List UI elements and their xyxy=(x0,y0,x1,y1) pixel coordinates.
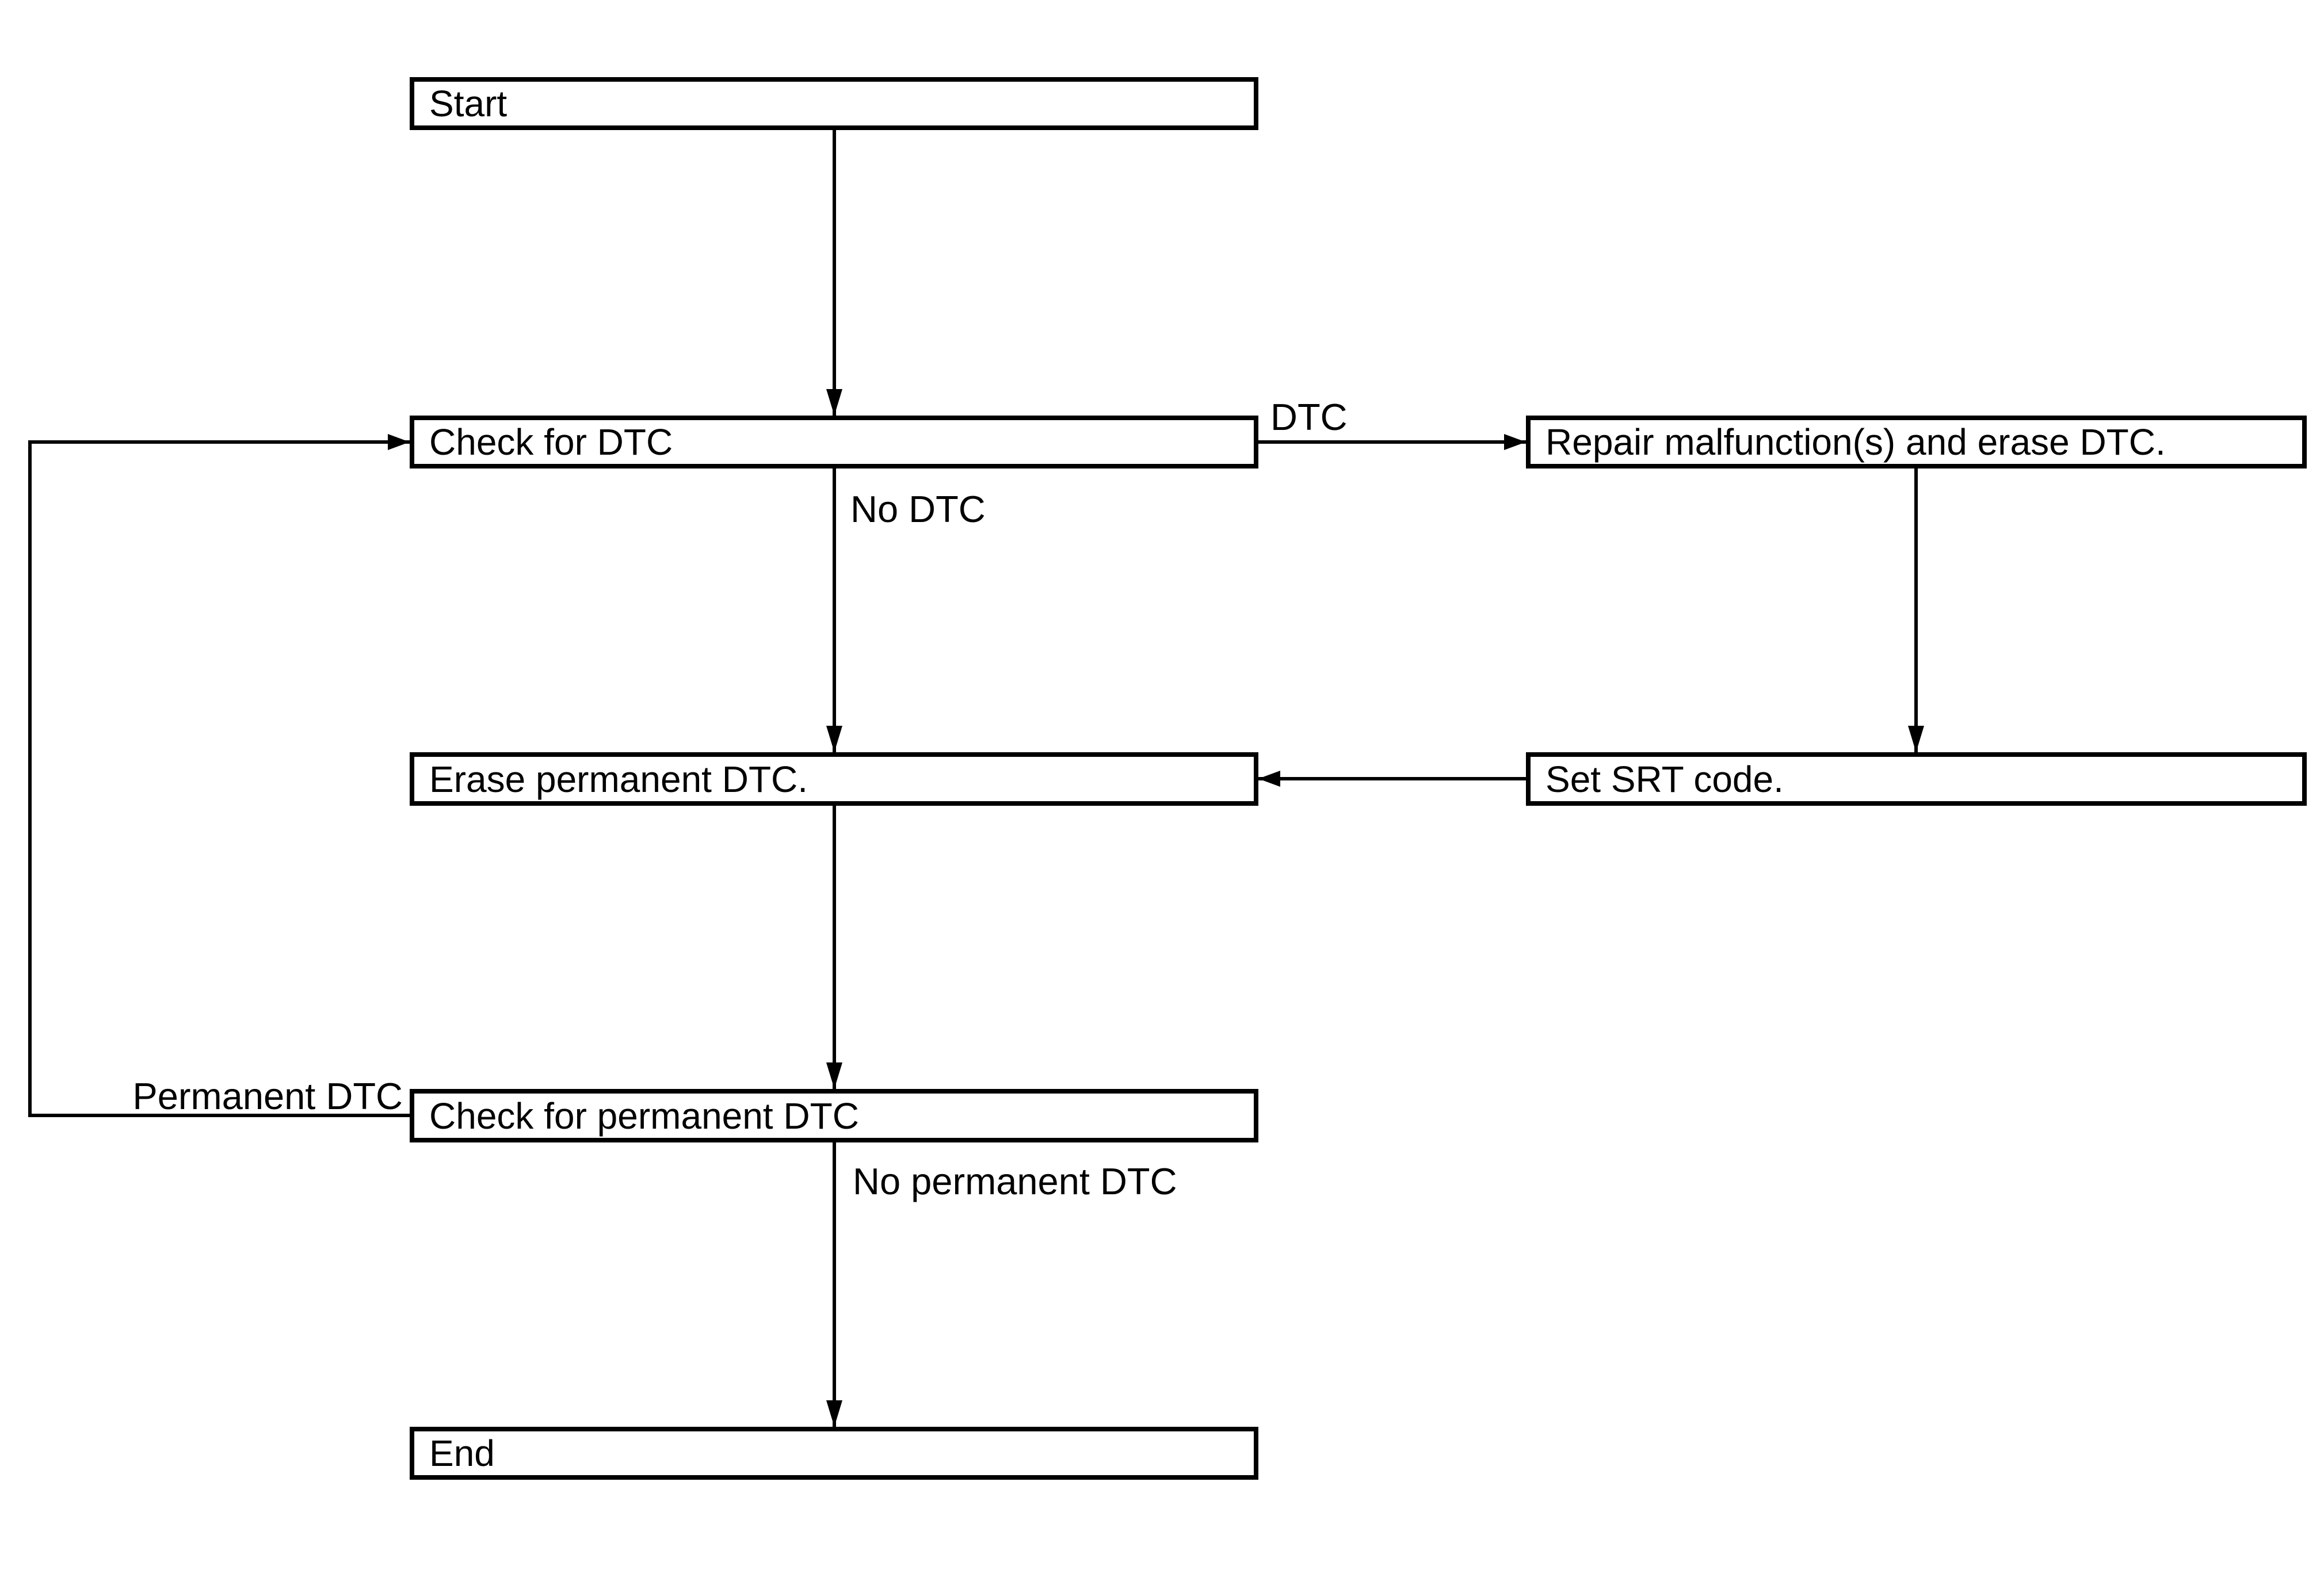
node-erase-permanent-dtc: Erase permanent DTC. xyxy=(410,752,1258,806)
edge-loopback-vertical-line xyxy=(28,440,32,1117)
arrowhead-srt-to-erase xyxy=(1258,771,1280,787)
node-set-srt-code-label: Set SRT code. xyxy=(1545,758,1784,800)
edge-label-dtc: DTC xyxy=(1270,396,1348,438)
node-erase-permanent-dtc-label: Erase permanent DTC. xyxy=(429,758,808,800)
node-start: Start xyxy=(410,77,1258,130)
arrowhead-check-to-repair xyxy=(1504,434,1526,450)
node-check-permanent-dtc: Check for permanent DTC xyxy=(410,1089,1258,1142)
edge-check-to-erase-line xyxy=(833,468,836,752)
edge-erase-to-checkperm-line xyxy=(833,806,836,1089)
edge-check-to-repair-line xyxy=(1258,440,1526,444)
node-set-srt-code: Set SRT code. xyxy=(1526,752,2307,806)
edge-label-no-dtc: No DTC xyxy=(850,488,986,530)
edge-repair-to-srt-line xyxy=(1914,468,1918,752)
edge-checkperm-to-end-line xyxy=(833,1142,836,1427)
node-check-dtc-label: Check for DTC xyxy=(429,421,673,463)
edge-label-permanent-dtc: Permanent DTC xyxy=(132,1075,403,1117)
arrowhead-loopback-to-check xyxy=(388,434,410,450)
node-end-label: End xyxy=(429,1433,495,1474)
edge-start-to-check-line xyxy=(833,130,836,416)
node-start-label: Start xyxy=(429,83,507,124)
arrowhead-checkperm-to-end xyxy=(826,1400,842,1427)
edge-srt-to-erase-line xyxy=(1258,777,1526,780)
edge-loopback-bottom-line xyxy=(28,1114,410,1117)
node-repair-malfunctions-label: Repair malfunction(s) and erase DTC. xyxy=(1545,421,2166,463)
node-check-dtc: Check for DTC xyxy=(410,416,1258,468)
arrowhead-erase-to-checkperm xyxy=(826,1062,842,1089)
node-check-permanent-dtc-label: Check for permanent DTC xyxy=(429,1095,859,1137)
arrowhead-check-to-erase xyxy=(826,726,842,752)
edge-label-no-permanent-dtc: No permanent DTC xyxy=(853,1160,1177,1202)
node-repair-malfunctions: Repair malfunction(s) and erase DTC. xyxy=(1526,416,2307,468)
edge-loopback-top-line xyxy=(28,440,410,444)
arrowhead-start-to-check xyxy=(826,389,842,416)
arrowhead-repair-to-srt xyxy=(1908,726,1924,752)
node-end: End xyxy=(410,1427,1258,1480)
